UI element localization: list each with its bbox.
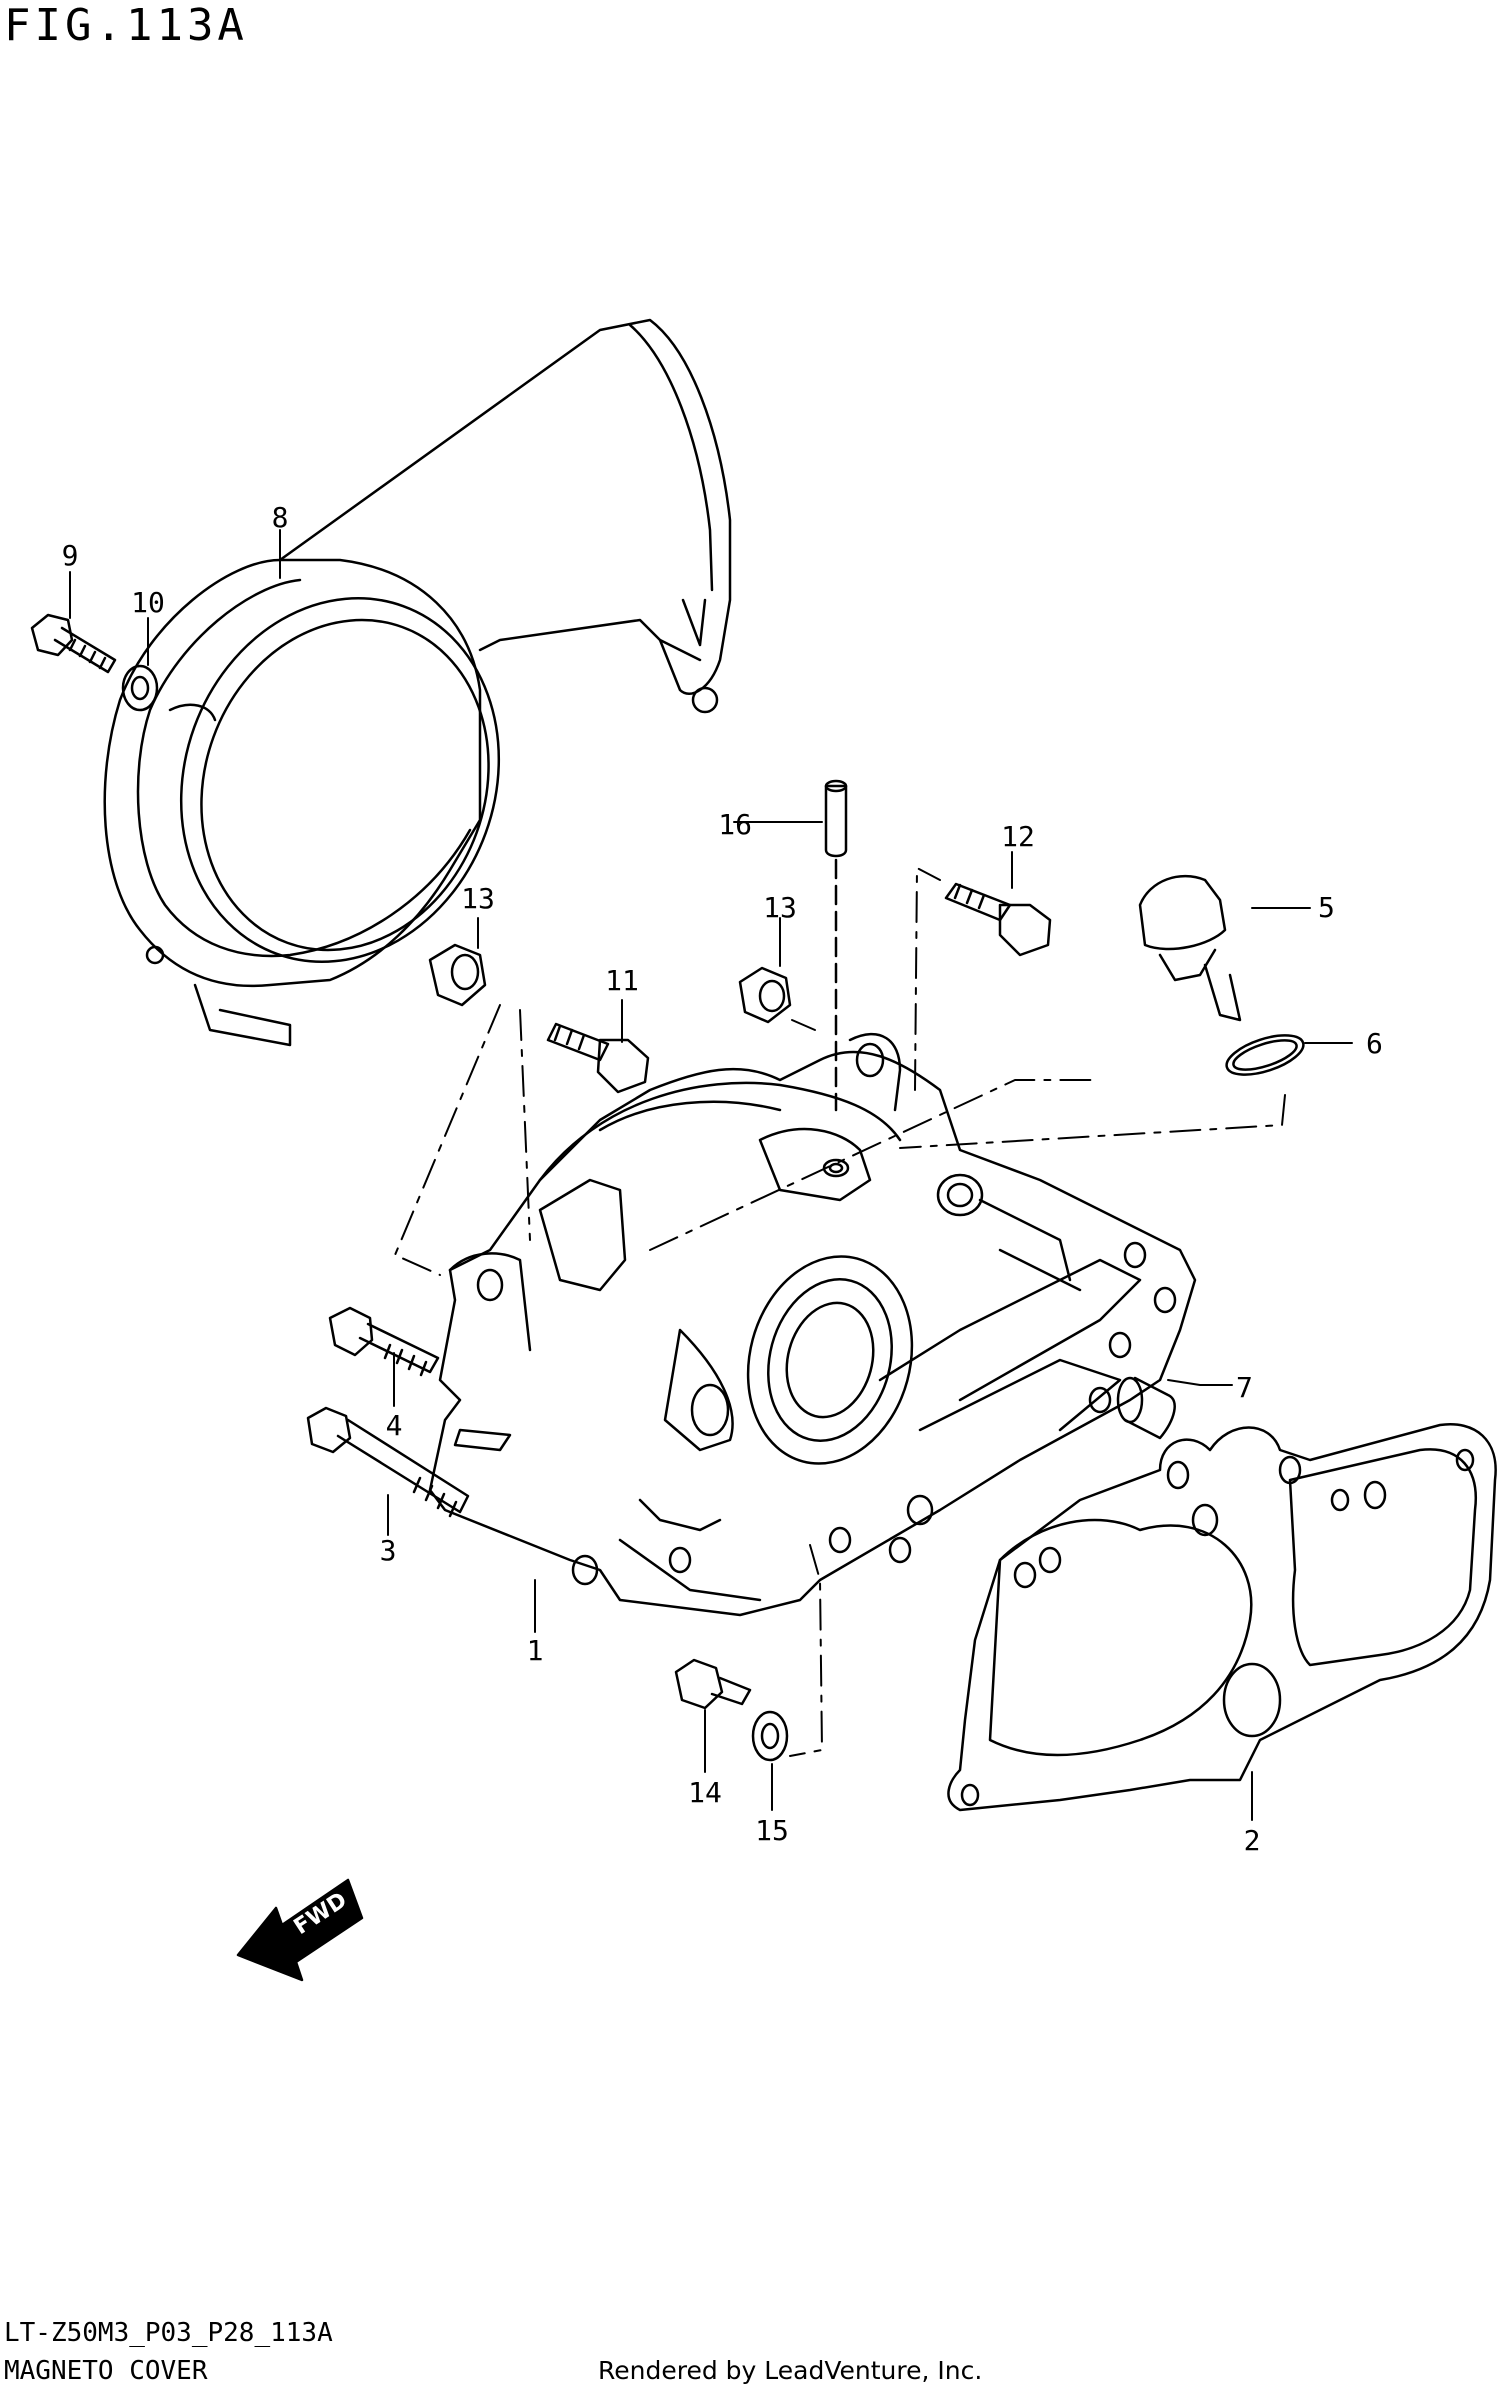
render-credit: Rendered by LeadVenture, Inc. — [598, 2356, 983, 2385]
callout-8: 8 — [272, 501, 289, 534]
part-bolt-11 — [546, 1022, 650, 1094]
part-gasket-2 — [947, 1423, 1497, 1812]
callout-13-right: 13 — [763, 891, 797, 924]
assembly-lines — [394, 867, 1286, 1757]
part-o-ring-6 — [1225, 1034, 1305, 1076]
figure-title: FIG.113A — [4, 0, 248, 51]
callout-4: 4 — [386, 1409, 403, 1442]
part-crankcase-cover-1 — [428, 1032, 1197, 1617]
leader-lines — [69, 529, 1353, 1821]
callout-labels: 8 9 10 13 13 11 16 12 5 6 7 4 3 1 2 14 1… — [62, 501, 1383, 1857]
part-collar-13-left — [428, 943, 487, 1007]
part-bolt-4 — [328, 1306, 440, 1377]
part-pipe-16 — [824, 779, 848, 1112]
callout-6: 6 — [1366, 1027, 1383, 1060]
part-magneto-cover — [103, 318, 732, 1047]
callout-15: 15 — [755, 1814, 789, 1847]
part-bolt-12 — [944, 882, 1052, 957]
callout-12: 12 — [1001, 820, 1035, 853]
callout-14: 14 — [688, 1776, 722, 1809]
callout-7: 7 — [1236, 1371, 1253, 1404]
model-code: LT-Z50M3_P03_P28_113A — [4, 2318, 333, 2348]
part-oil-cap-5 — [1138, 875, 1242, 1022]
part-bolt-14 — [674, 1658, 752, 1710]
part-dowel-7 — [1116, 1376, 1176, 1440]
fwd-arrow: FWD — [236, 1878, 364, 1982]
callout-10: 10 — [131, 586, 165, 619]
callout-13-left: 13 — [461, 882, 495, 915]
callout-3: 3 — [380, 1534, 397, 1567]
callout-9: 9 — [62, 539, 79, 572]
part-washer-10 — [121, 664, 159, 712]
part-bolt-9 — [30, 613, 117, 674]
part-bolt-3 — [306, 1406, 470, 1518]
callout-2: 2 — [1244, 1824, 1261, 1857]
callout-11: 11 — [605, 964, 639, 997]
part-collar-13-right — [738, 966, 792, 1024]
callout-16: 16 — [718, 808, 752, 841]
callout-5: 5 — [1318, 891, 1335, 924]
part-washer-15 — [751, 1710, 789, 1762]
section-title: MAGNETO COVER — [4, 2356, 208, 2386]
callout-1: 1 — [527, 1634, 544, 1667]
